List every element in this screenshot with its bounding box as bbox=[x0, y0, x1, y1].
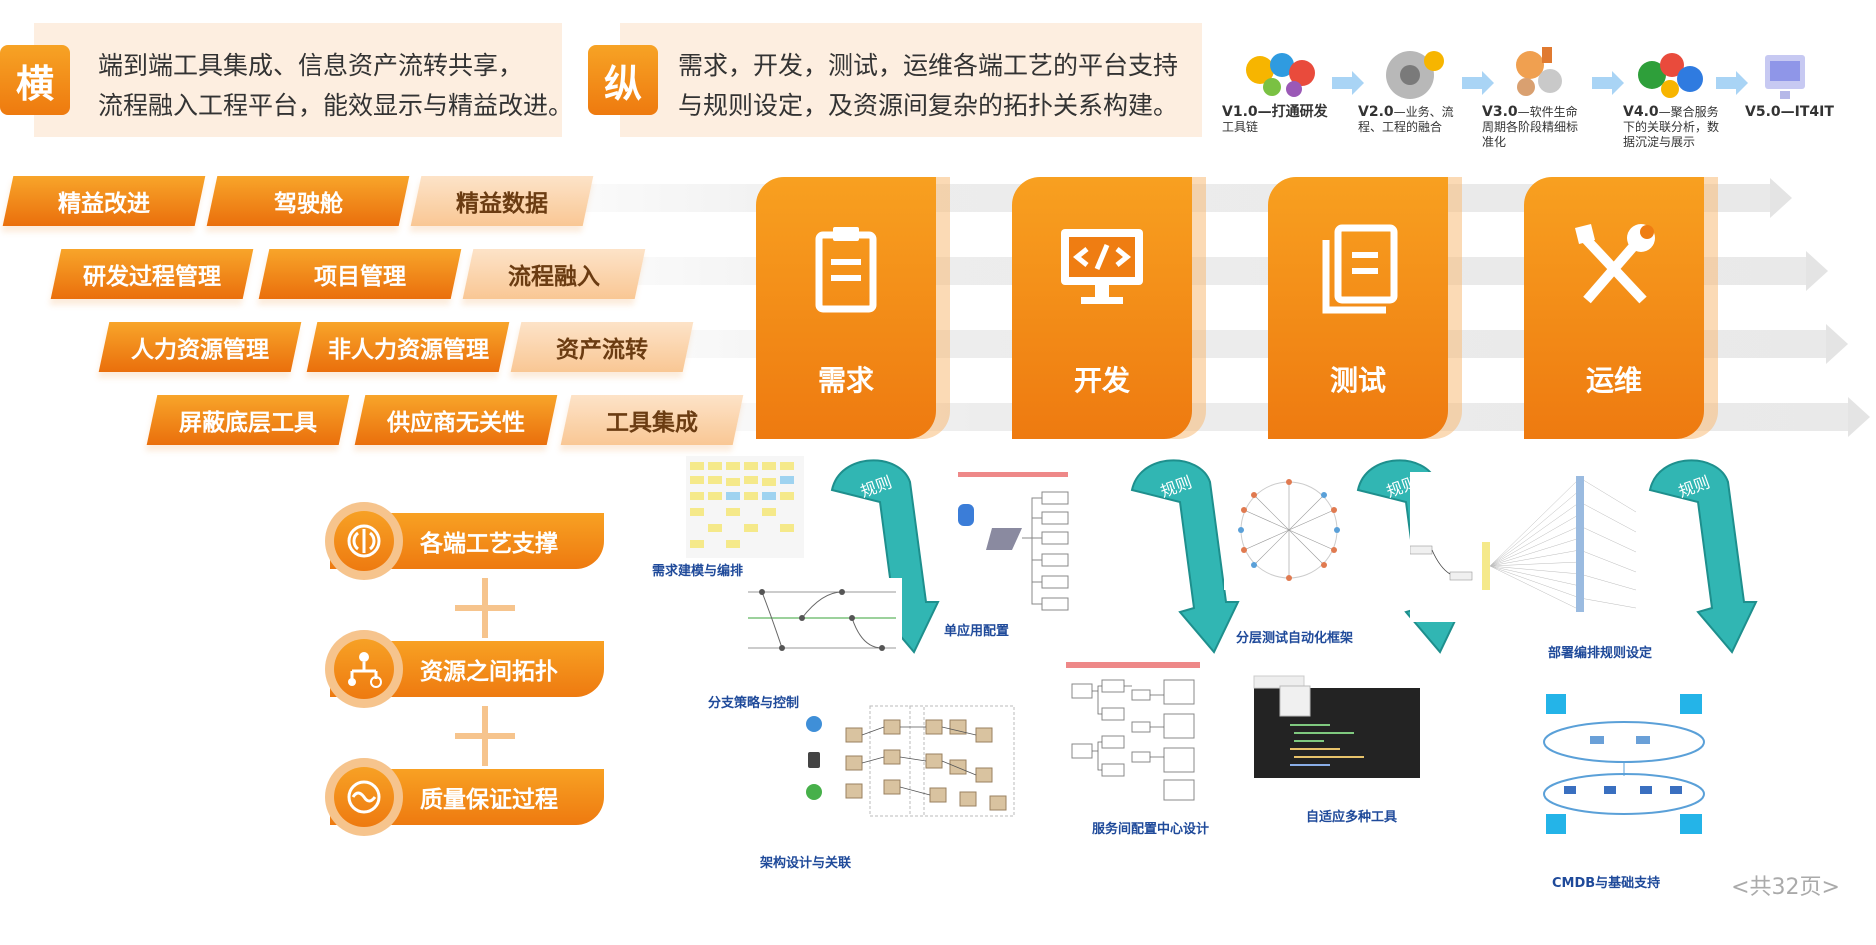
pillar-quality-assurance-badge bbox=[325, 758, 403, 836]
version-v1-label: V1.0—打通研发工具链 bbox=[1222, 104, 1328, 135]
lane-arrowheads bbox=[1770, 178, 1870, 437]
version-v2-label: V2.0—业务、流程、工程的融合 bbox=[1358, 104, 1454, 135]
code-monitor-icon bbox=[1061, 229, 1143, 304]
horizontal-badge: 横 bbox=[0, 45, 70, 115]
stage-development-label: 开发 bbox=[1073, 364, 1130, 397]
lane-arrowhead-icon bbox=[1826, 324, 1848, 364]
rule-arrow-operations: 规则 bbox=[1648, 459, 1758, 654]
tag-rd-process-management: 研发过程管理 bbox=[50, 249, 254, 299]
stage-testing: 测试 bbox=[1268, 177, 1448, 439]
thumb-multi-tool bbox=[1250, 670, 1424, 782]
stage-requirements: 需求 bbox=[756, 177, 936, 439]
page-number: <共32页> bbox=[1731, 875, 1840, 900]
tag-shield-underlying-tools: 屏蔽底层工具 bbox=[146, 395, 350, 445]
thumb-requirement-board bbox=[686, 456, 804, 558]
wave-circle-icon bbox=[347, 780, 381, 814]
horizontal-line-1: 端到端工具集成、信息资产流转共享， bbox=[98, 51, 524, 80]
version-v4-label: V4.0—聚合服务下的关联分析，数据沉淀与展示 bbox=[1623, 104, 1720, 150]
thumb-test-framework bbox=[1224, 470, 1354, 590]
stage-development: 开发 bbox=[1012, 177, 1192, 439]
plus-sign-2 bbox=[455, 706, 515, 766]
vertical-description: 需求，开发，测试，运维各端工艺的平台支持 与规则设定，及资源间复杂的拓扑关系构建… bbox=[678, 46, 1178, 126]
tag-lean-data: 精益数据 bbox=[410, 176, 594, 226]
tag-tool-integration: 工具集成 bbox=[560, 395, 744, 445]
vertical-line-2: 与规则设定，及资源间复杂的拓扑关系构建。 bbox=[678, 91, 1179, 120]
tag-cockpit: 驾驶舱 bbox=[206, 176, 410, 226]
caption-service-config-center: 服务间配置中心设计 bbox=[1092, 822, 1210, 837]
tag-non-human-resource-management: 非人力资源管理 bbox=[306, 322, 510, 372]
roadmap-arrow-icon bbox=[1592, 71, 1624, 95]
tag-lean-improvement: 精益改进 bbox=[2, 176, 206, 226]
stage-testing-label: 测试 bbox=[1329, 364, 1386, 397]
horizontal-description-box bbox=[34, 23, 562, 137]
thumb-service-config-center bbox=[1058, 660, 1208, 810]
tag-process-integration: 流程融入 bbox=[462, 249, 646, 299]
caption-branch-strategy: 分支策略与控制 bbox=[708, 696, 800, 711]
clipboard-icon bbox=[815, 227, 877, 313]
thumb-single-app-config bbox=[952, 470, 1074, 620]
caption-single-app-config: 单应用配置 bbox=[944, 624, 1010, 639]
thumb-branch-strategy bbox=[742, 578, 902, 664]
caption-cmdb: CMDB与基础支持 bbox=[1552, 876, 1661, 891]
horizontal-line-2: 流程融入工程平台，能效显示与精益改进。 bbox=[98, 91, 574, 120]
v5-screen-icon bbox=[1765, 55, 1805, 99]
rule-arrow-requirements: 规则 bbox=[830, 459, 940, 654]
tools-icon bbox=[1575, 224, 1655, 304]
vertical-badge: 纵 bbox=[588, 45, 658, 115]
tag-vendor-independence: 供应商无关性 bbox=[354, 395, 558, 445]
vertical-description-box bbox=[620, 23, 1202, 137]
v4-gear-icon bbox=[1638, 53, 1703, 98]
rule-arrow-development: 规则 bbox=[1130, 459, 1240, 654]
roadmap-arrow-icon bbox=[1462, 71, 1494, 95]
v3-gear-icon bbox=[1516, 47, 1562, 96]
thumb-architecture bbox=[800, 700, 1018, 824]
signal-broadcast-icon bbox=[347, 524, 381, 558]
stage-operations: 运维 bbox=[1524, 177, 1704, 439]
caption-requirement-modeling: 需求建模与编排 bbox=[652, 564, 744, 579]
pillar-resource-topology-badge bbox=[325, 630, 403, 708]
document-stack-icon bbox=[1322, 224, 1398, 314]
thumb-deployment-rules bbox=[1410, 472, 1644, 622]
caption-multi-tool: 自适应多种工具 bbox=[1306, 810, 1398, 825]
roadmap-arrow-icon bbox=[1332, 71, 1364, 95]
pillar-process-support-badge bbox=[325, 502, 403, 580]
thumb-cmdb bbox=[1540, 690, 1708, 842]
version-roadmap bbox=[1246, 47, 1805, 99]
tag-asset-circulation: 资产流转 bbox=[510, 322, 694, 372]
lane-arrowhead-icon bbox=[1770, 178, 1792, 218]
caption-deployment-rules: 部署编排规则设定 bbox=[1548, 646, 1653, 661]
tag-human-resource-management: 人力资源管理 bbox=[98, 322, 302, 372]
tag-project-management: 项目管理 bbox=[258, 249, 462, 299]
version-v3-label: V3.0—软件生命周期各阶段精细标准化 bbox=[1482, 104, 1579, 150]
lane-arrowhead-icon bbox=[1848, 397, 1870, 437]
vertical-line-1: 需求，开发，测试，运维各端工艺的平台支持 bbox=[678, 51, 1179, 80]
caption-architecture-design: 架构设计与关联 bbox=[760, 856, 852, 871]
stage-requirements-label: 需求 bbox=[817, 364, 874, 397]
v2-gear-icon bbox=[1386, 51, 1444, 99]
v1-gear-icon bbox=[1246, 53, 1315, 97]
plus-sign-1 bbox=[455, 578, 515, 638]
horizontal-description: 端到端工具集成、信息资产流转共享， 流程融入工程平台，能效显示与精益改进。 bbox=[98, 46, 573, 126]
roadmap-arrow-icon bbox=[1716, 71, 1748, 95]
caption-test-framework: 分层测试自动化框架 bbox=[1236, 631, 1354, 646]
org-tree-icon bbox=[348, 652, 382, 688]
version-v5-label: V5.0—IT4IT bbox=[1745, 104, 1834, 120]
lane-arrowhead-icon bbox=[1806, 251, 1828, 291]
stage-operations-label: 运维 bbox=[1585, 364, 1642, 397]
